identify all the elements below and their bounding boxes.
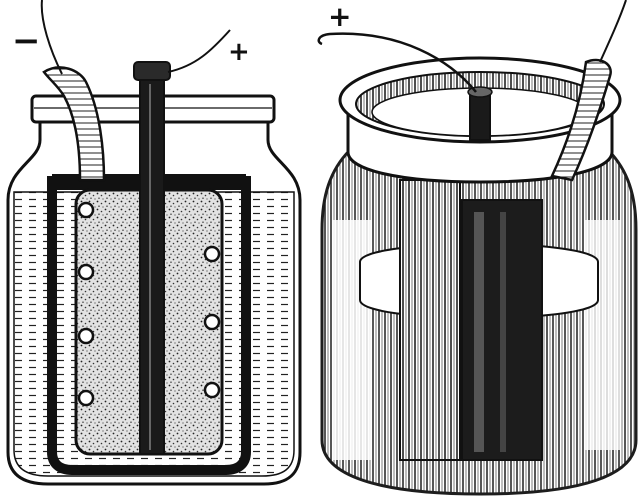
positive-terminal-label-left: + — [228, 37, 250, 67]
zinc-cylinder — [47, 176, 251, 475]
negative-wire — [40, 0, 63, 75]
right-negative-lead — [550, 58, 612, 182]
negative-lead-strip — [42, 66, 106, 182]
right-cell-assembled: + — [317, 0, 638, 496]
right-porous-pot — [399, 179, 461, 461]
left-cell-cross-section: − + — [6, 0, 302, 486]
positive-wire-right — [317, 32, 477, 93]
positive-wire-left — [167, 29, 231, 73]
porous-pot-holes — [77, 201, 221, 407]
negative-terminal-label: − — [12, 21, 41, 61]
carbon-rod — [139, 69, 165, 455]
positive-terminal-label-right: + — [328, 0, 351, 33]
carbon-rod-cap — [133, 61, 171, 81]
